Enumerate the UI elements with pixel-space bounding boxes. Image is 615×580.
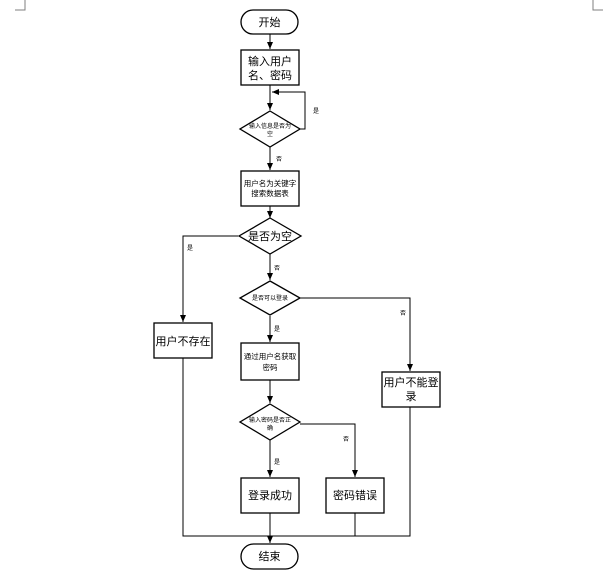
edge-empty-yes-to-notexist	[180, 235, 238, 322]
not-exist-label: 用户不存在	[156, 334, 211, 348]
result-empty-decision-shape	[237, 217, 303, 255]
cannot-login-process-shape	[381, 371, 441, 408]
cannot-login-label-line2: 录	[406, 390, 417, 403]
start-label: 开始	[259, 15, 281, 29]
input-label-line1: 输入用户	[248, 54, 292, 68]
label-result-empty-yes: 是	[187, 245, 193, 252]
can-login-label: 是否可以登录	[252, 294, 288, 302]
search-process: 用户名为关键字 搜索数据表	[240, 170, 300, 207]
result-empty-label: 是否为空	[248, 229, 292, 243]
search-label-line1: 用户名为关键字	[244, 178, 297, 188]
corner-mark-left	[15, 0, 26, 11]
password-error-label: 密码错误	[333, 488, 377, 502]
result-empty-decision: 是否为空	[237, 217, 303, 255]
check-empty-label-line1: 输入信息是否为	[249, 122, 291, 130]
label-can-login-no: 否	[400, 310, 406, 317]
start-terminal-shape	[240, 9, 299, 35]
password-error-process: 密码错误	[325, 477, 385, 514]
edge-canlogin-no-to-cannot	[300, 297, 413, 371]
label-input-empty-yes: 是	[313, 108, 319, 115]
label-pwd-correct-no: 否	[343, 436, 349, 443]
not-exist-process: 用户不存在	[153, 322, 213, 359]
cannot-login-label-line1: 用户不能登	[384, 375, 439, 389]
input-label-line2: 名、密码	[248, 68, 292, 82]
login-success-process-shape	[240, 477, 300, 514]
end-terminal: 结束	[240, 543, 299, 570]
label-result-empty-no: 否	[274, 265, 280, 272]
not-exist-process-shape	[153, 322, 213, 359]
get-password-process-shape	[240, 342, 300, 381]
corner-mark-right	[592, 0, 603, 11]
edge-labels: 是 否 是 否 是 否 是 否	[187, 108, 406, 466]
search-label-line2: 搜索数据表	[251, 188, 289, 198]
start-terminal: 开始	[240, 9, 299, 35]
input-process-shape	[240, 49, 300, 86]
pwd-correct-label-line1: 输入密码是否正	[249, 416, 291, 424]
page-corner-marks	[15, 0, 603, 11]
end-label: 结束	[259, 550, 281, 563]
pwd-correct-label-line2: 确	[267, 424, 273, 432]
end-terminal-shape	[240, 543, 299, 570]
can-login-decision-shape	[238, 280, 302, 316]
edge-bottom-merge	[182, 358, 411, 537]
search-process-shape	[240, 170, 300, 207]
password-error-process-shape	[325, 477, 385, 514]
label-pwd-correct-yes: 是	[274, 459, 280, 466]
edge-check-yes-loop	[272, 89, 306, 130]
check-empty-decision: 输入信息是否为 空	[238, 110, 302, 148]
check-empty-label-line2: 空	[267, 130, 273, 138]
input-process: 输入用户 名、密码	[240, 49, 300, 86]
label-can-login-yes: 是	[274, 326, 280, 333]
pwd-correct-decision-shape	[238, 403, 302, 441]
login-success-process: 登录成功	[240, 477, 300, 514]
edge-pwdcheck-no-to-error	[300, 423, 358, 477]
edges	[180, 34, 413, 543]
pwd-correct-decision: 输入密码是否正 确	[238, 403, 302, 441]
label-input-empty-no: 否	[276, 156, 282, 163]
get-password-label-line1: 通过用户名获取	[244, 351, 297, 361]
login-success-label: 登录成功	[248, 488, 292, 502]
get-password-label-line2: 密码	[263, 362, 278, 372]
cannot-login-process: 用户不能登 录	[381, 371, 441, 408]
can-login-decision: 是否可以登录	[238, 280, 302, 316]
get-password-process: 通过用户名获取 密码	[240, 342, 300, 381]
check-empty-decision-shape	[238, 110, 302, 148]
